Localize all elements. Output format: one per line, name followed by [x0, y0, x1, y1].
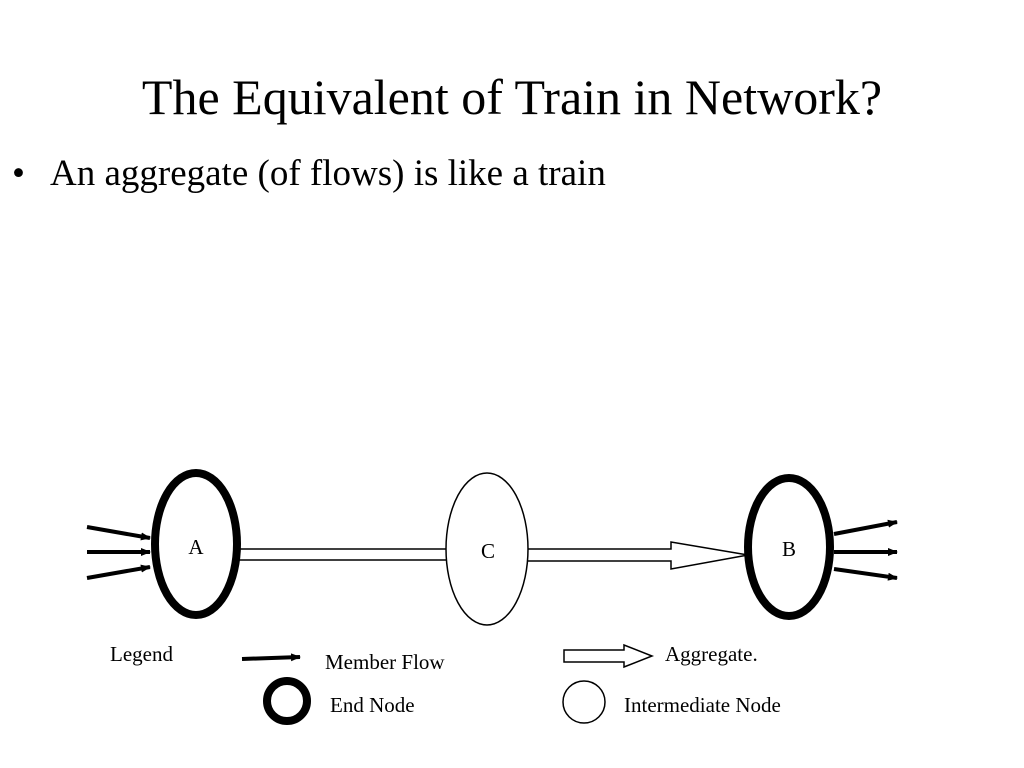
node-label-b: B: [782, 537, 796, 561]
legend-member-flow-icon: [241, 653, 301, 662]
legend-member-flow-label: Member Flow: [325, 650, 445, 674]
outgoing-member-flows: [833, 519, 898, 581]
end-node-b: [744, 474, 834, 620]
member-flow-arrow: [86, 564, 151, 580]
aggregate-arrow-c-b: [526, 541, 749, 570]
legend: Legend Member Flow Aggregate. End Node I…: [110, 642, 781, 725]
legend-intermediate-node-icon: [562, 680, 606, 724]
node-label-c: C: [481, 539, 495, 563]
legend-end-node-icon: [263, 677, 311, 725]
incoming-member-flows: [86, 525, 151, 580]
aggregate-link-a-c: [237, 548, 451, 561]
bullet-item: • An aggregate (of flows) is like a trai…: [0, 150, 606, 198]
intermediate-node-c: [445, 472, 529, 626]
legend-intermediate-node-label: Intermediate Node: [624, 693, 781, 717]
bullet-text: An aggregate (of flows) is like a train: [50, 153, 606, 194]
legend-aggregate-icon: [563, 643, 655, 669]
member-flow-arrow: [833, 519, 898, 536]
slide-title: The Equivalent of Train in Network?: [141, 69, 883, 125]
bullet-list: • An aggregate (of flows) is like a trai…: [0, 150, 606, 198]
bullet-marker: •: [12, 153, 25, 194]
end-node-a: [151, 469, 241, 619]
legend-end-node-label: End Node: [330, 693, 415, 717]
legend-aggregate-label: Aggregate.: [665, 642, 758, 666]
node-label-a: A: [188, 535, 204, 559]
legend-title: Legend: [110, 642, 173, 666]
member-flow-arrow: [86, 525, 151, 541]
member-flow-arrow: [833, 567, 898, 581]
